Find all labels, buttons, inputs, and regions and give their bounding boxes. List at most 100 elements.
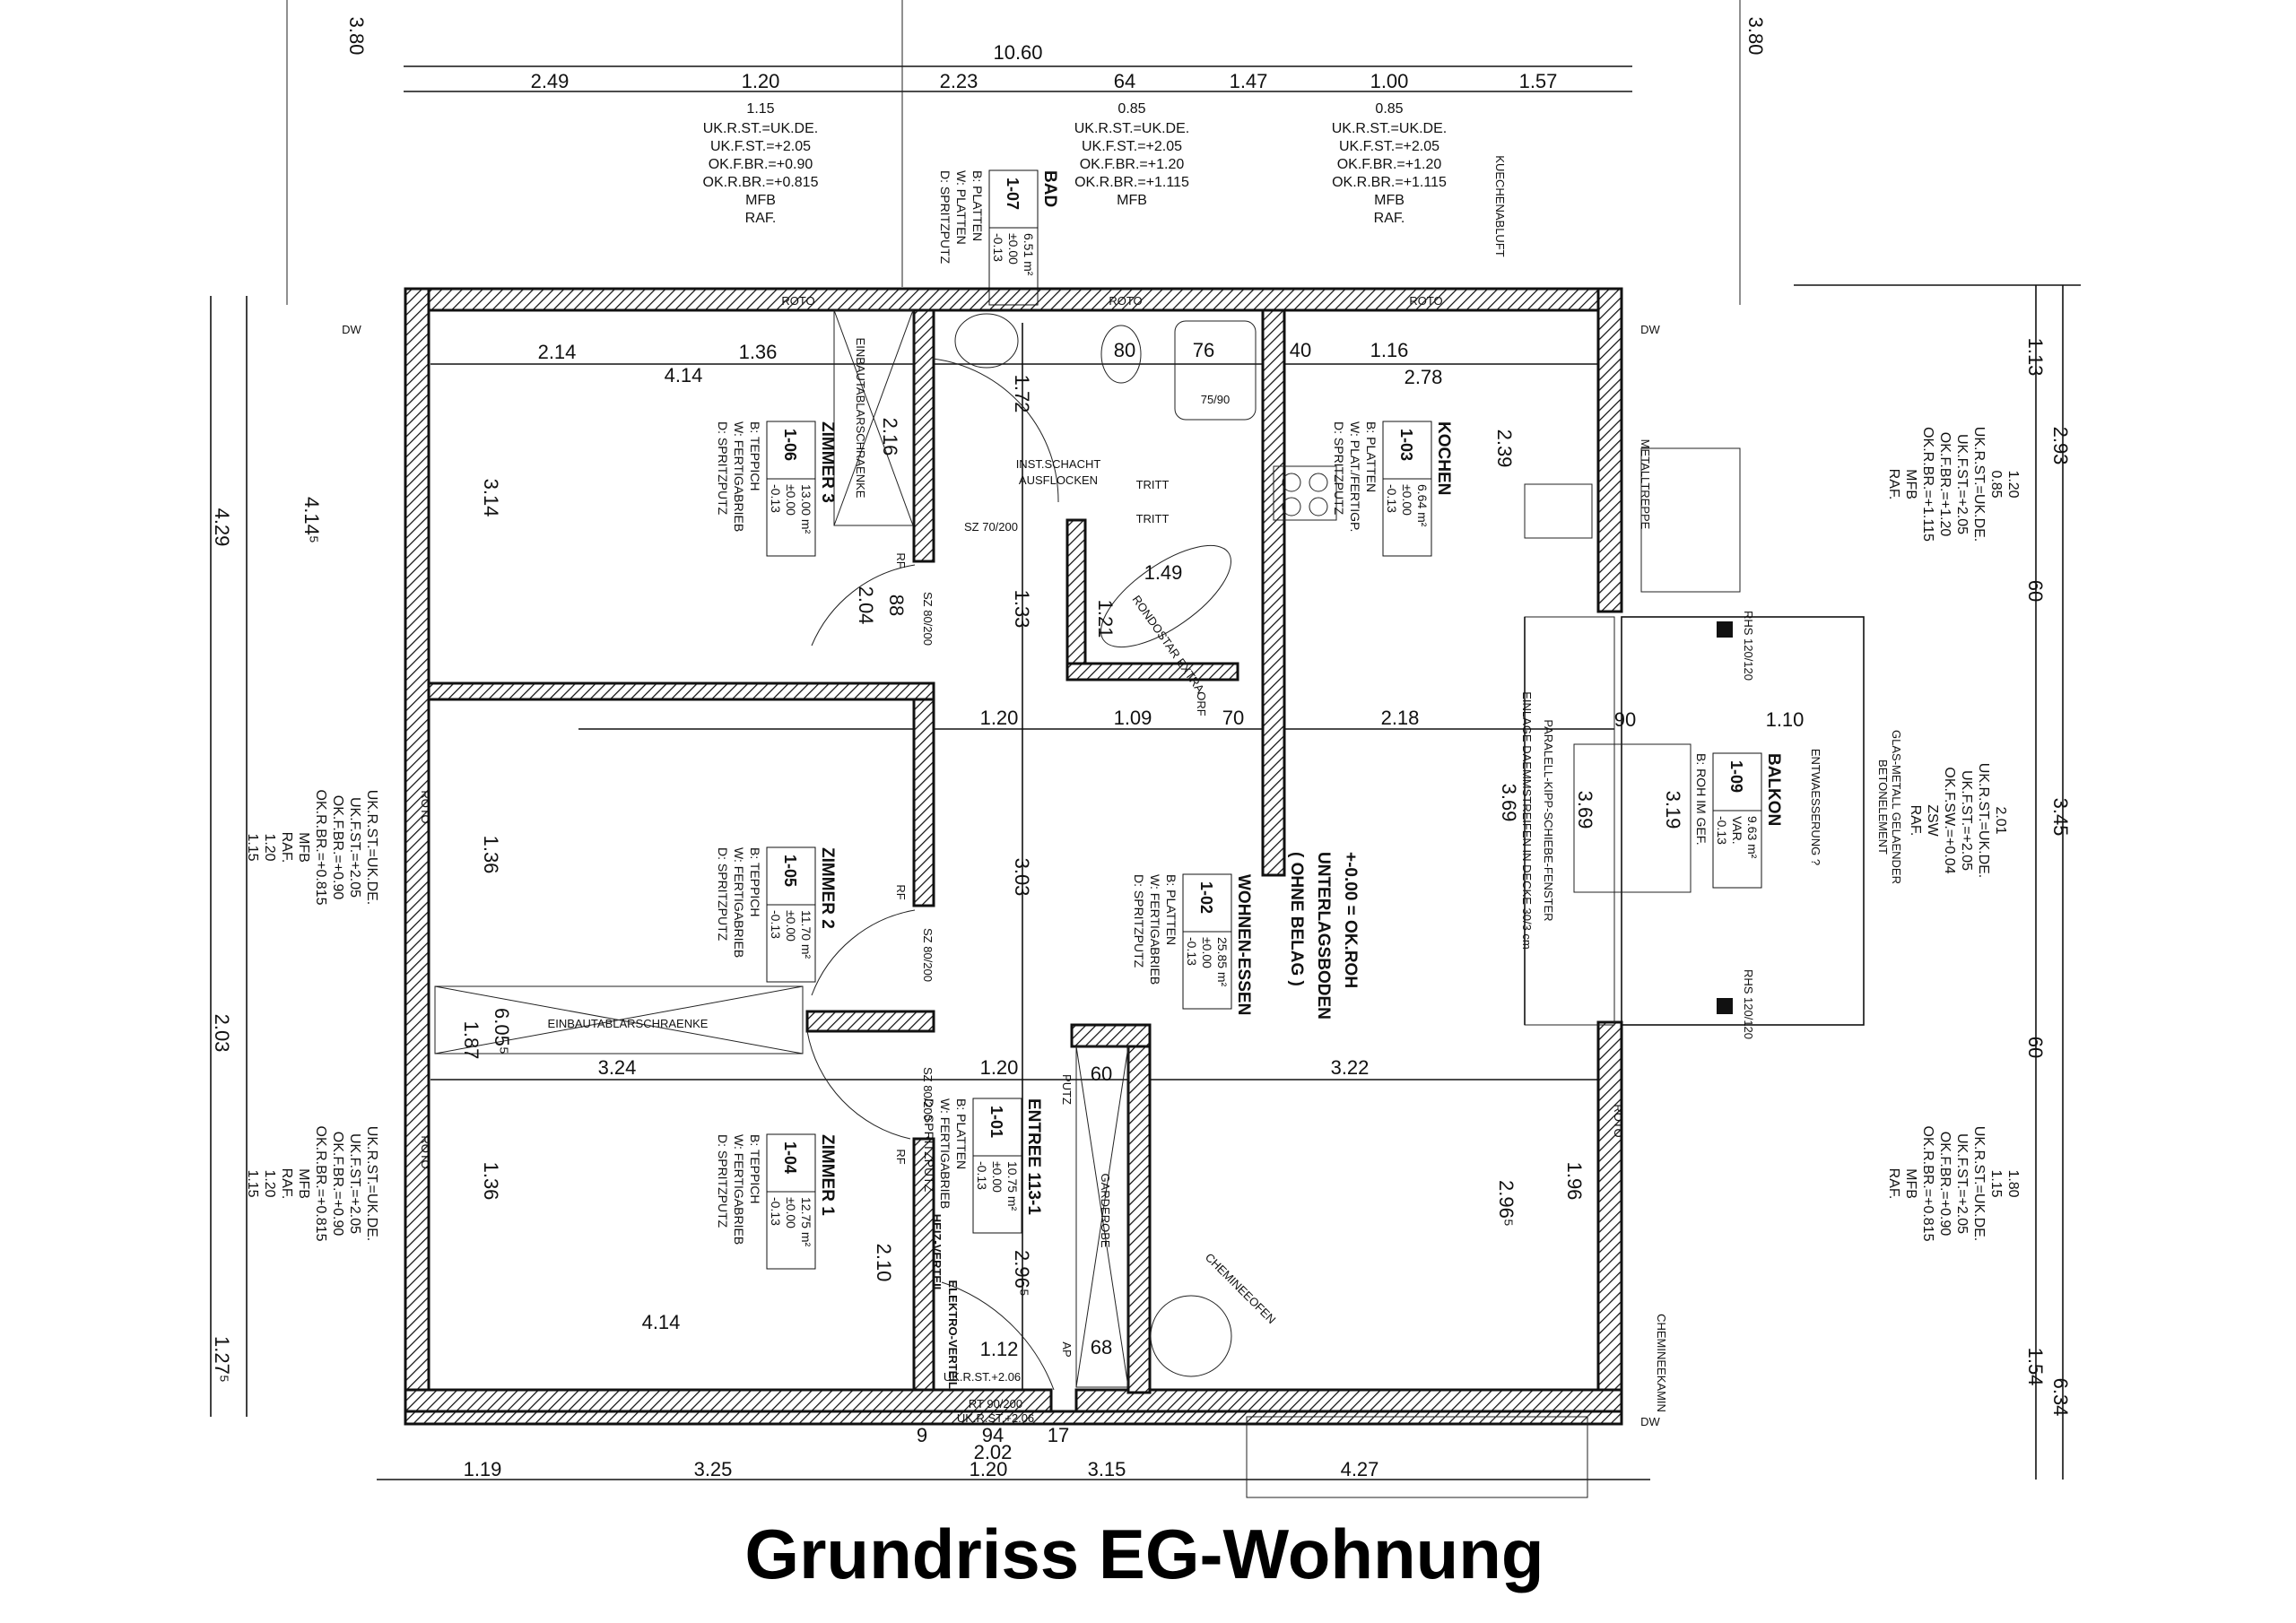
room-name: BALKON [1764, 753, 1783, 826]
room-name: ZIMMER 2 [818, 847, 837, 929]
room-area: 9.63 m² [1745, 816, 1760, 859]
label: 2.96⁵ [1495, 1180, 1518, 1227]
label: 60 [1091, 1063, 1112, 1085]
label: 4.27 [1341, 1458, 1379, 1480]
label: 1.33 [1011, 590, 1033, 629]
interior-dimensions: 2.14 1.36 4.14 3.14 1.36 1.36 3.24 4.14 … [460, 339, 1804, 1360]
label: OK.R.BR.=+0.815 [313, 790, 328, 906]
dim: 1.47 [1230, 70, 1268, 92]
label: +-0.00 = OK.ROH [1341, 852, 1360, 988]
room-box [988, 169, 1039, 306]
label: 76 [1193, 339, 1214, 361]
label: UK.F.ST.=+2.05 [1339, 139, 1439, 154]
window-roto: ROTO [419, 1135, 432, 1168]
label: OK.F.BR.=+1.20 [1337, 157, 1442, 172]
label: 1.13 [2024, 338, 2047, 377]
window-note-3: 0.85 UK.R.ST.=UK.DE. UK.F.ST.=+2.05 OK.F… [1332, 101, 1447, 226]
label: 90 [1614, 708, 1636, 731]
label: TRITT [1136, 478, 1170, 491]
label: 1.15 [1988, 1169, 2004, 1197]
label: UK.R.ST.+2.06 [957, 1411, 1034, 1425]
kitchen-sink-icon [1524, 483, 1593, 539]
side-dimensions: 2.93 3.45 6.34 1.13 60 60 1.54 4.29 4.14… [211, 338, 2072, 1417]
label: 1.20 [262, 1169, 277, 1197]
label: SZ 80/200 [921, 592, 935, 646]
label: 2.78 [1405, 366, 1443, 388]
room-ceiling: D: SPRITZPUTZ [716, 421, 730, 516]
fireplace-icon [1150, 1295, 1232, 1377]
label: 1.15 [245, 833, 260, 861]
room-box [766, 1133, 816, 1270]
window-roto: ROTO [1109, 294, 1142, 308]
label: 2.14 [538, 341, 577, 363]
room-name: ENTREE 113-1 [1024, 1098, 1043, 1215]
label: 2.04 [855, 586, 877, 625]
label: METALLTREPPE [1639, 439, 1652, 530]
label: 88 [885, 595, 908, 616]
room-ceiling: D: SPRITZPUTZ [922, 1098, 936, 1193]
room-ceiling: D: SPRITZPUTZ [1132, 874, 1146, 968]
level-note: +-0.00 = OK.ROH UNTERLAGSBODEN ( OHNE BE… [1287, 852, 1360, 1020]
label: RAF. [1374, 211, 1405, 226]
label: GLAS-METALL GELAENDER [1890, 730, 1903, 884]
room-level: ±0.00 [1006, 233, 1021, 265]
room-level: ±0.00 [784, 484, 798, 516]
label: SZ 80/200 [921, 1067, 935, 1121]
room-wall: W: FERTIGABRIEB [938, 1098, 952, 1209]
label: OK.R.BR.=+0.815 [703, 175, 819, 190]
label: 1.36 [480, 836, 502, 874]
label: 75/90 [1201, 393, 1231, 406]
label: 2.01 [1993, 806, 2008, 834]
room-ceiling: D: SPRITZPUTZ [938, 170, 952, 265]
label: MFB [296, 832, 311, 863]
walls [404, 287, 1623, 1426]
label: 4.14 [642, 1311, 681, 1333]
label: 6.34 [2049, 1378, 2072, 1417]
label: UK.F.ST.=+2.05 [1954, 1133, 1970, 1234]
label: SZ 70/200 [964, 520, 1018, 534]
label: PUTZ [1060, 1074, 1074, 1105]
room-code: 1-06 [781, 429, 799, 461]
label: UK.F.ST.=+2.05 [1954, 434, 1970, 534]
label: UK.R.ST.=UK.DE. [703, 121, 818, 136]
label: DW [342, 323, 361, 336]
label: 1.19 [464, 1458, 502, 1480]
room-offset: -0.13 [991, 233, 1005, 262]
room-wall: W: FERTIGABRIEB [732, 421, 746, 532]
label: OK.F.BR.=+1.20 [1937, 432, 1952, 537]
window-note-left-2: UK.R.ST.=UK.DE. UK.F.ST.=+2.05 OK.F.BR.=… [245, 1126, 379, 1242]
label: ELEKTRO-VERTEIL. [946, 1280, 960, 1393]
label: 6.05⁵ [491, 1008, 513, 1055]
room-floor: B: PLATTEN [1364, 421, 1378, 492]
label: 3.14 [480, 479, 502, 517]
window-roto: ROTO [1612, 1104, 1625, 1137]
label: MFB [1903, 1168, 1918, 1199]
label: 60 [2024, 580, 2047, 602]
top-dimensions: 10.60 3.80 3.80 2.49 1.20 2.23 64 1.47 1… [345, 17, 1767, 92]
room-name: ZIMMER 1 [818, 1134, 837, 1216]
room-ceiling: D: SPRITZPUTZ [716, 1134, 730, 1228]
label: EINLAGE DAEMMSTREIFEN IN DECKE 30/3 cm [1520, 691, 1534, 950]
label: OK.R.BR.=+1.115 [1074, 175, 1189, 190]
label: 1.80 [2005, 1169, 2021, 1197]
label: UK.R.ST.=UK.DE. [1332, 121, 1447, 136]
room-code: 1-09 [1727, 760, 1745, 793]
toilet-icon [1100, 325, 1142, 384]
label: 2.10 [873, 1244, 895, 1282]
label: 1.16 [1370, 339, 1409, 361]
label: MFB [1374, 193, 1405, 208]
bathtub-icon [1100, 544, 1231, 648]
label: 3.22 [1331, 1056, 1370, 1079]
label: 3.25 [694, 1458, 733, 1480]
label: 94 [982, 1424, 1004, 1446]
page-title: Grundriss EG-Wohnung [744, 1515, 1544, 1593]
fixtures [434, 309, 1741, 1498]
label: TRITT [1136, 512, 1170, 525]
label: 1.21 [1094, 600, 1117, 638]
label: 0.85 [1988, 470, 2004, 498]
label: 9 [917, 1424, 927, 1446]
